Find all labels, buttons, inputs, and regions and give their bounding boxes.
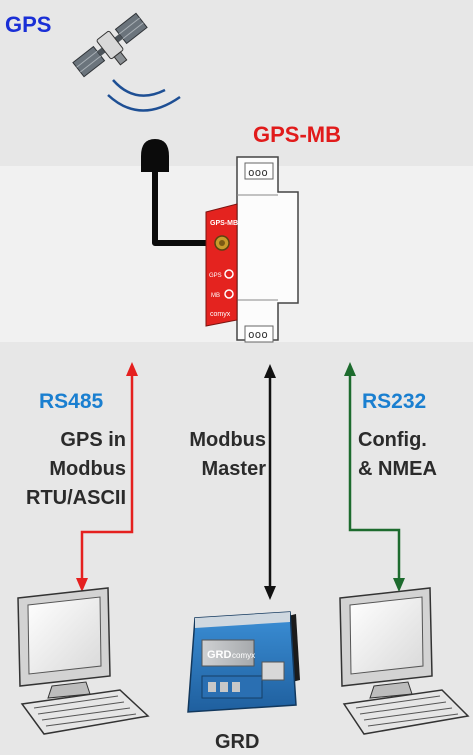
- rs485-line-1: GPS in: [60, 429, 126, 451]
- modbus-line-2: Master: [201, 458, 266, 480]
- terminal-bottom: ooo: [248, 328, 268, 341]
- rs232-line-1: Config.: [358, 429, 427, 451]
- modbus-line-1: Modbus: [189, 429, 266, 451]
- device-title: GPS-MB: [253, 122, 341, 147]
- grd-brand: comyx: [232, 651, 255, 660]
- grd-front-label: GRD: [207, 649, 232, 661]
- grd-device: GRD comyx: [187, 611, 300, 713]
- satellite-icon: [72, 12, 148, 78]
- led-mb-label: MB: [211, 293, 220, 299]
- modbus-link-arrow: [264, 364, 276, 600]
- terminal-top: ooo: [248, 166, 268, 179]
- rs232-label: RS232: [362, 390, 427, 413]
- rs232-line-2: & NMEA: [358, 458, 437, 480]
- gps-mb-device: ooo ooo GPS-MB GPS MB comyx: [205, 156, 299, 343]
- led-gps-icon: [224, 269, 234, 279]
- rs485-line-2: Modbus: [49, 458, 126, 480]
- rs485-link-arrow: [76, 362, 138, 592]
- device-face-label: GPS-MB: [210, 220, 238, 227]
- gps-label: GPS: [5, 12, 51, 37]
- rs232-description: Config. & NMEA: [358, 426, 468, 484]
- modbus-description: Modbus Master: [162, 426, 266, 484]
- rs232-link-arrow: [344, 362, 405, 592]
- gps-antenna-icon: [141, 139, 212, 246]
- device-brand: comyx: [210, 311, 231, 318]
- led-mb-icon: [224, 289, 234, 299]
- rs485-line-3: RTU/ASCII: [26, 487, 126, 509]
- right-computer-icon: [339, 587, 470, 735]
- led-gps-label: GPS: [209, 273, 222, 279]
- left-computer-icon: [17, 587, 150, 735]
- rs485-description: GPS in Modbus RTU/ASCII: [2, 426, 126, 513]
- grd-caption: GRD: [215, 731, 259, 753]
- signal-wave-icon: [112, 79, 166, 97]
- signal-wave-icon: [107, 94, 181, 112]
- rs485-label: RS485: [39, 390, 104, 413]
